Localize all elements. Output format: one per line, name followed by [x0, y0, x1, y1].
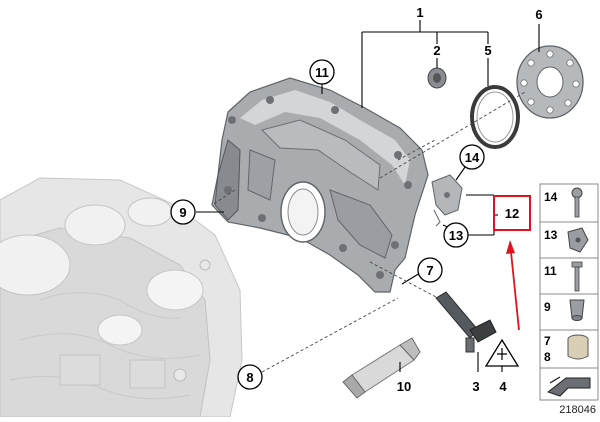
svg-text:9: 9	[179, 205, 186, 220]
callout-10: 10	[397, 379, 411, 394]
callout-12: 12	[505, 206, 519, 221]
bushing-icon	[567, 334, 589, 360]
callout-8: 8	[237, 364, 263, 390]
legend-item-9: 9	[539, 293, 599, 331]
sensor-wheel-illustration	[516, 45, 584, 119]
callout-9: 9	[170, 199, 196, 225]
callout-7: 7	[417, 257, 443, 283]
engine-block-illustration	[0, 177, 243, 418]
timing-cover-illustration	[211, 77, 429, 293]
svg-text:8: 8	[544, 350, 551, 364]
part-12-highlight-box	[493, 195, 531, 231]
parts-kit-icon	[539, 367, 599, 401]
callout-2: 2	[433, 43, 440, 58]
legend-item-11: 11	[539, 257, 599, 295]
bracket-clip-icon	[567, 227, 589, 253]
legend-item-14: 14	[539, 183, 599, 223]
leader-lines	[196, 20, 540, 373]
callout-11: 11	[309, 59, 335, 85]
callout-1: 1	[416, 5, 423, 20]
caution-triangle-icon	[484, 338, 520, 367]
legend-item-7-8: 7 8	[539, 329, 599, 369]
svg-text:13: 13	[544, 228, 558, 242]
diagram-id: 218046	[559, 404, 596, 416]
callout-3: 3	[472, 379, 479, 394]
callout-4: 4	[499, 379, 507, 394]
callout-13: 13	[443, 222, 469, 248]
svg-text:13: 13	[449, 228, 463, 243]
bracket-illustration	[431, 174, 463, 227]
svg-text:7: 7	[426, 263, 433, 278]
callout-6: 6	[535, 7, 542, 22]
legend-item-13: 13	[539, 221, 599, 259]
red-pointer-arrow	[506, 240, 520, 331]
svg-text:9: 9	[544, 300, 551, 314]
plug-illustration	[427, 67, 447, 89]
dowel-sleeve-icon	[569, 299, 585, 321]
seal-ring-illustration	[470, 85, 520, 149]
callout-5: 5	[484, 43, 491, 58]
long-screw-icon	[571, 261, 583, 292]
sensor-illustration	[435, 291, 497, 353]
svg-text:14: 14	[465, 150, 480, 165]
svg-text:14: 14	[544, 190, 558, 204]
svg-text:11: 11	[315, 65, 329, 80]
callout-14: 14	[459, 144, 485, 170]
svg-text:8: 8	[246, 370, 253, 385]
svg-text:7: 7	[544, 334, 551, 348]
bolt-icon	[571, 187, 583, 218]
sealant-tube-illustration	[342, 337, 421, 399]
svg-text:11: 11	[544, 264, 557, 278]
parts-legend: 14 13 11 9	[539, 183, 599, 416]
